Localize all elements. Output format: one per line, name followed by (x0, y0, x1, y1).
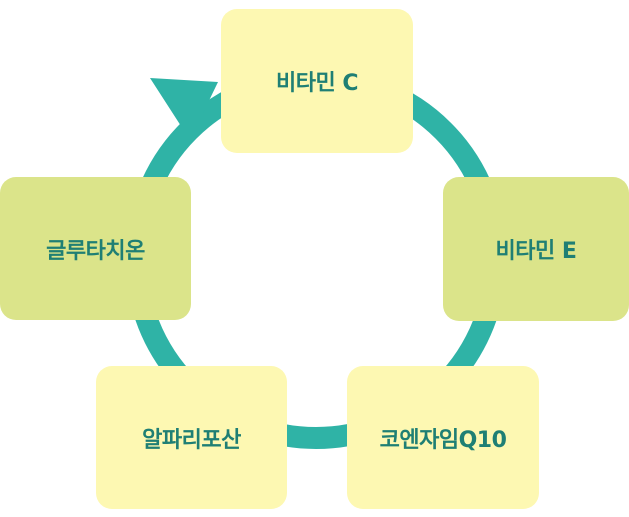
node-coenzyme-q10: 코엔자임Q10 (347, 366, 539, 509)
node-label: 비타민 C (275, 71, 359, 96)
node-label: 글루타치온 (46, 238, 145, 264)
node-label: 코엔자임Q10 (379, 427, 507, 453)
node-label: 비타민 E (495, 239, 577, 264)
cycle-arrowhead (150, 78, 218, 140)
node-label: 알파리포산 (142, 427, 241, 453)
node-alpha-lipoic-acid: 알파리포산 (96, 366, 287, 509)
node-vitamin-e: 비타민 E (443, 177, 629, 321)
node-vitamin-c: 비타민 C (221, 9, 413, 153)
node-glutathione: 글루타치온 (0, 177, 191, 320)
